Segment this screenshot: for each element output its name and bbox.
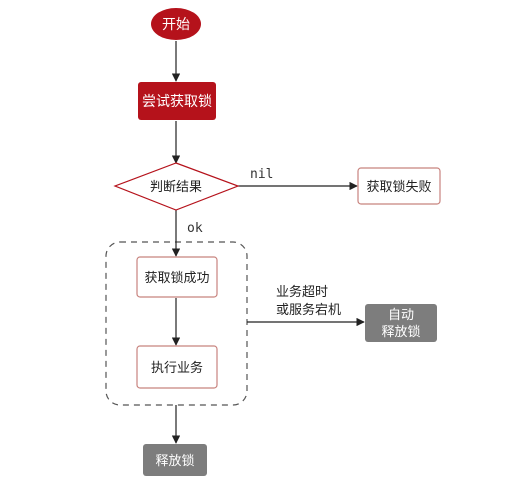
ok-edge-label: ok — [187, 221, 203, 236]
start-node — [151, 8, 201, 40]
auto-release-node — [365, 304, 437, 342]
timeout-label-line1: 业务超时 — [276, 284, 328, 300]
execute-label: 执行业务 — [151, 360, 203, 376]
try-lock-node — [138, 82, 216, 120]
decision-label: 判断结果 — [150, 180, 202, 195]
success-node — [136, 256, 218, 298]
nil-edge-label: nil — [250, 167, 273, 182]
release-label: 释放锁 — [155, 453, 194, 469]
timeout-label-line2: 或服务宕机 — [276, 302, 341, 318]
execute-node — [136, 345, 218, 389]
fail-node — [357, 167, 441, 205]
start-label: 开始 — [162, 17, 190, 33]
release-node — [143, 444, 207, 476]
try-lock-label: 尝试获取锁 — [142, 94, 212, 110]
decision-node — [113, 162, 240, 211]
fail-label: 获取锁失败 — [366, 179, 431, 195]
success-label: 获取锁成功 — [144, 270, 209, 286]
auto-release-label-line1: 自动 — [388, 308, 414, 323]
auto-release-label-line2: 释放锁 — [381, 324, 420, 340]
